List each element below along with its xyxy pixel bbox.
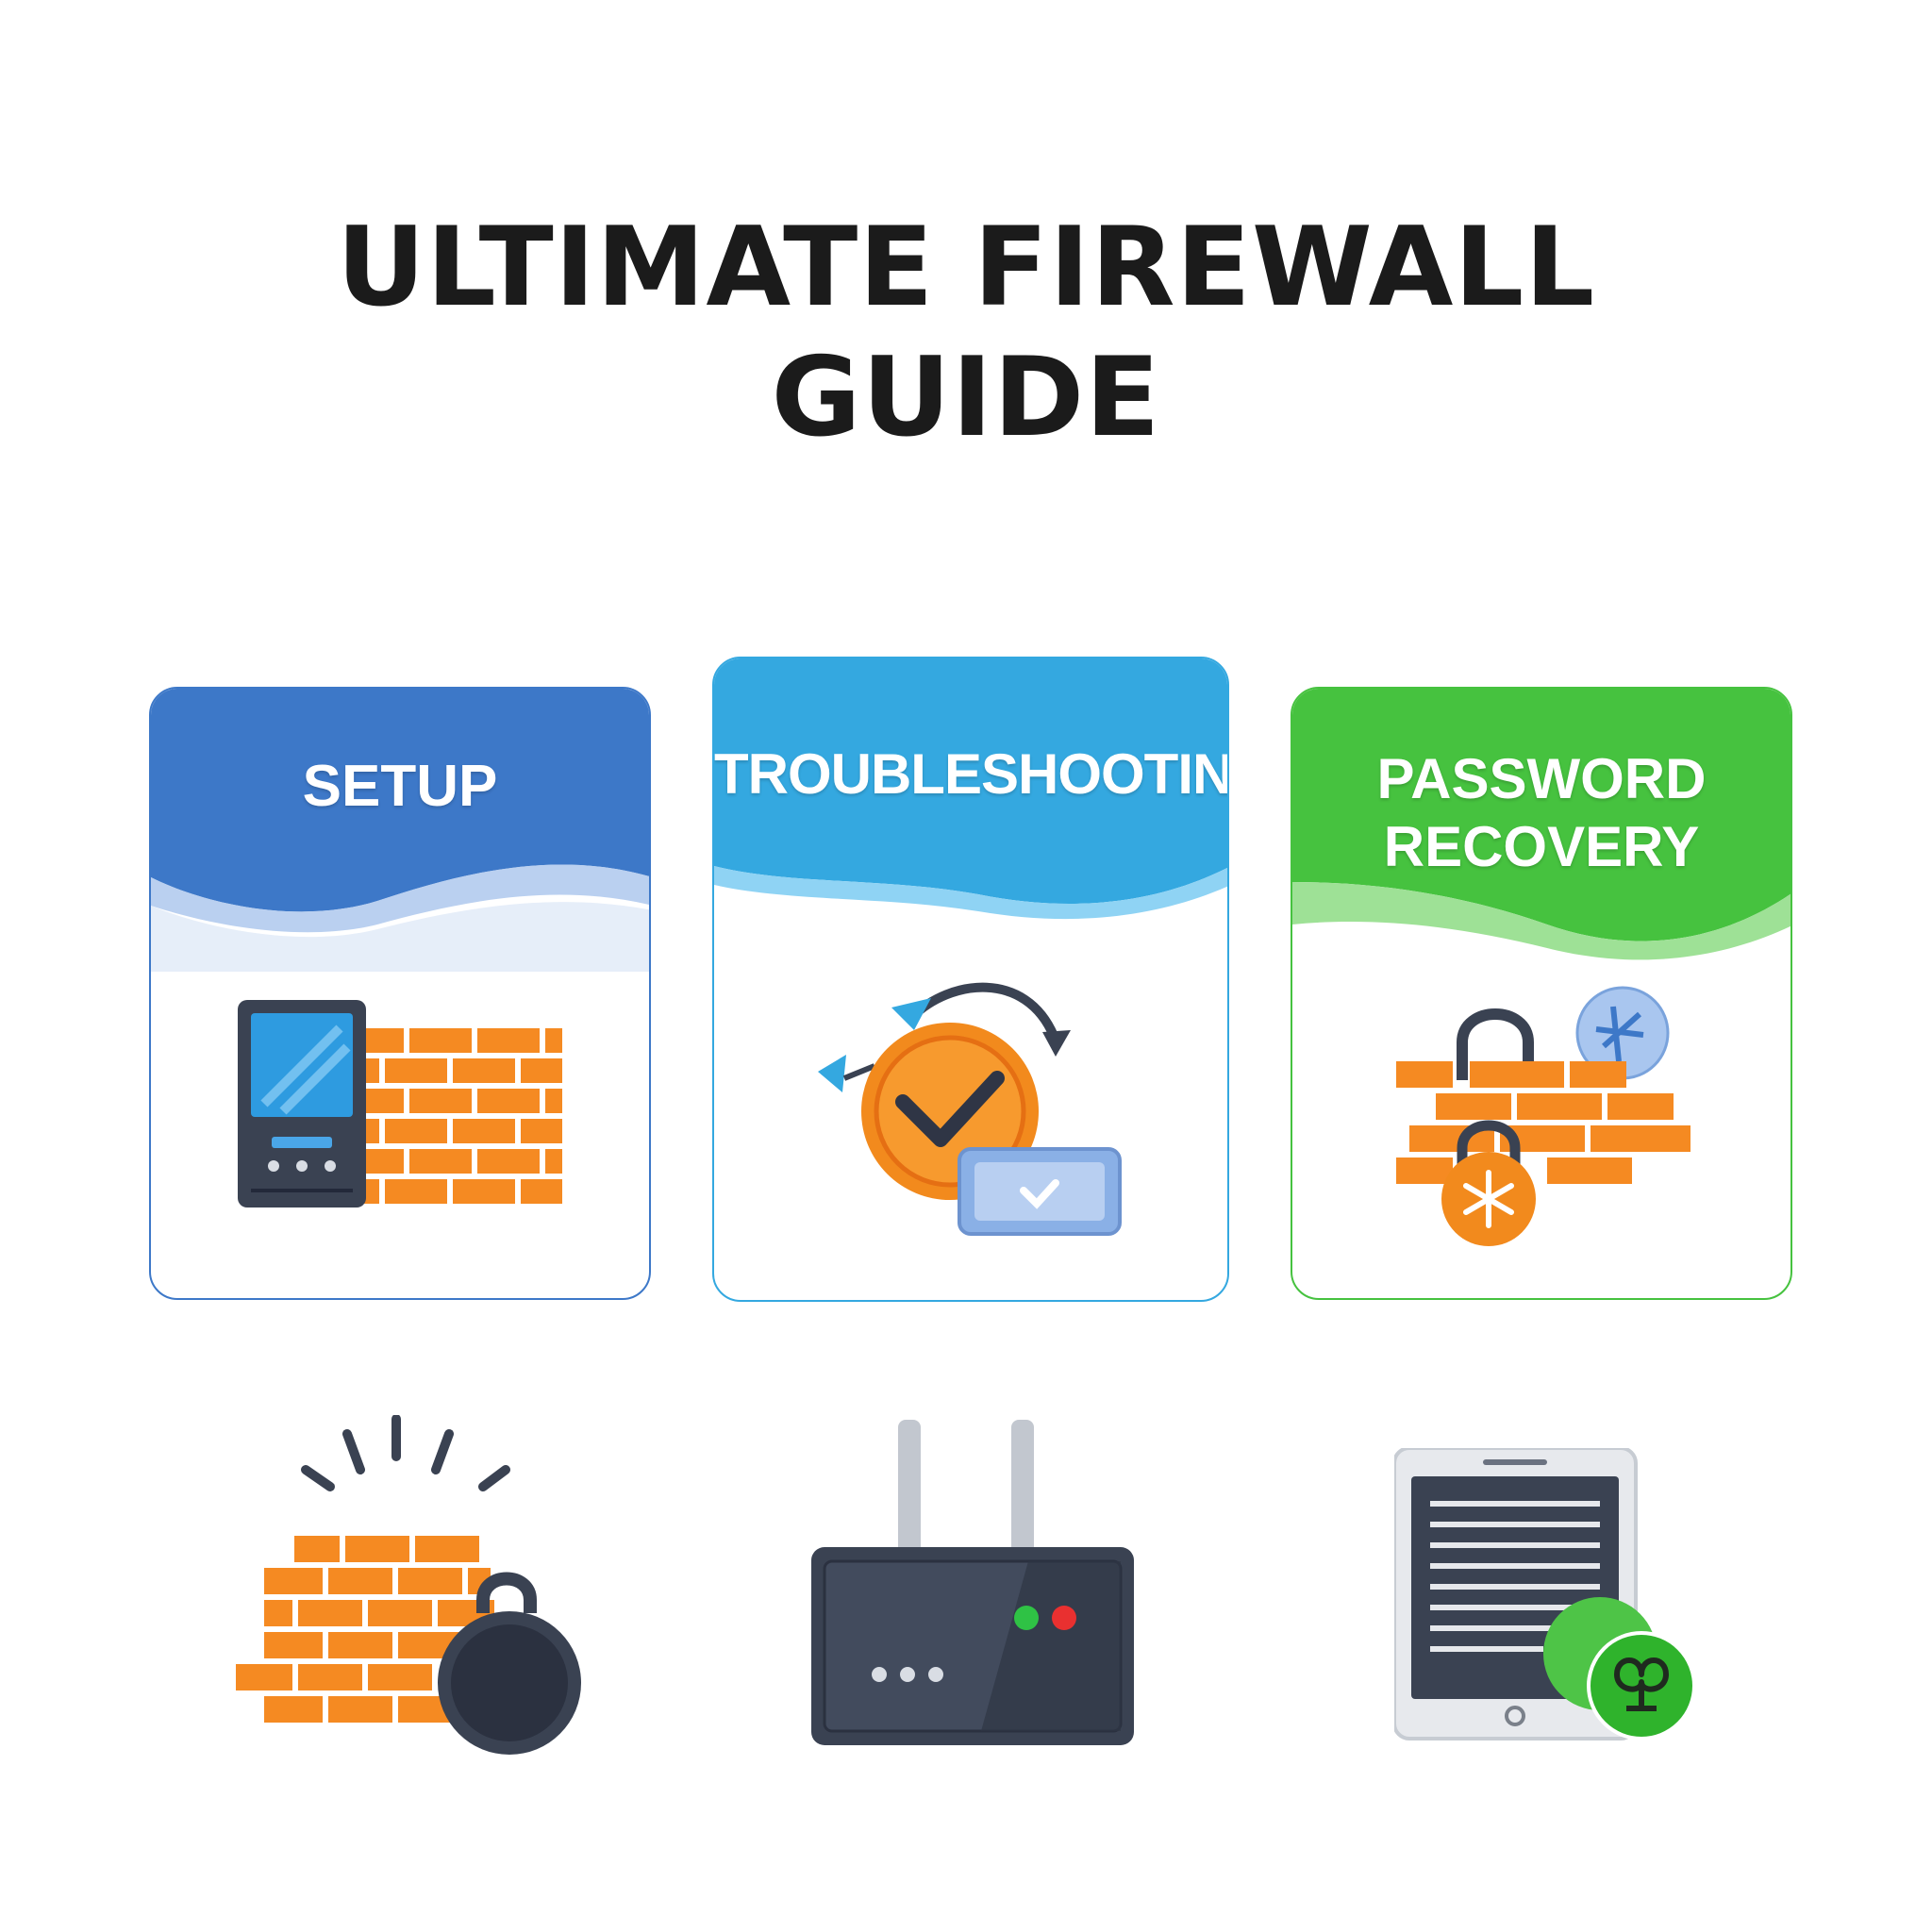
page-title: ULTIMATE FIREWALL GUIDE [0, 203, 1932, 463]
firewall-device-icon [238, 1000, 562, 1208]
clock-check-icon [818, 982, 1122, 1236]
card-password-recovery[interactable]: PASSWORD RECOVERY [1291, 687, 1792, 1300]
card-troubleshooting-label: TROUBLESHOOTING [714, 742, 1229, 806]
card-troubleshooting[interactable]: TROUBLESHOOTING [712, 657, 1229, 1302]
firewall-lock-icon [236, 1415, 581, 1755]
card-troubleshooting-header: TROUBLESHOOTING [714, 658, 1227, 932]
card-password-recovery-line2: RECOVERY [1383, 815, 1700, 878]
card-password-recovery-label: PASSWORD RECOVERY [1292, 745, 1790, 881]
tablet-document-icon [1394, 1448, 1696, 1740]
card-password-recovery-header: PASSWORD RECOVERY [1292, 689, 1790, 972]
page-title-line1: ULTIMATE FIREWALL [336, 204, 1596, 331]
card-password-recovery-line1: PASSWORD [1376, 747, 1707, 810]
lock-firewall-icon [1396, 986, 1690, 1246]
card-setup-header: SETUP [151, 689, 649, 972]
router-icon [811, 1420, 1134, 1745]
card-setup-label: SETUP [302, 754, 498, 819]
card-setup[interactable]: SETUP [149, 687, 651, 1300]
page-title-line2: GUIDE [771, 334, 1161, 461]
